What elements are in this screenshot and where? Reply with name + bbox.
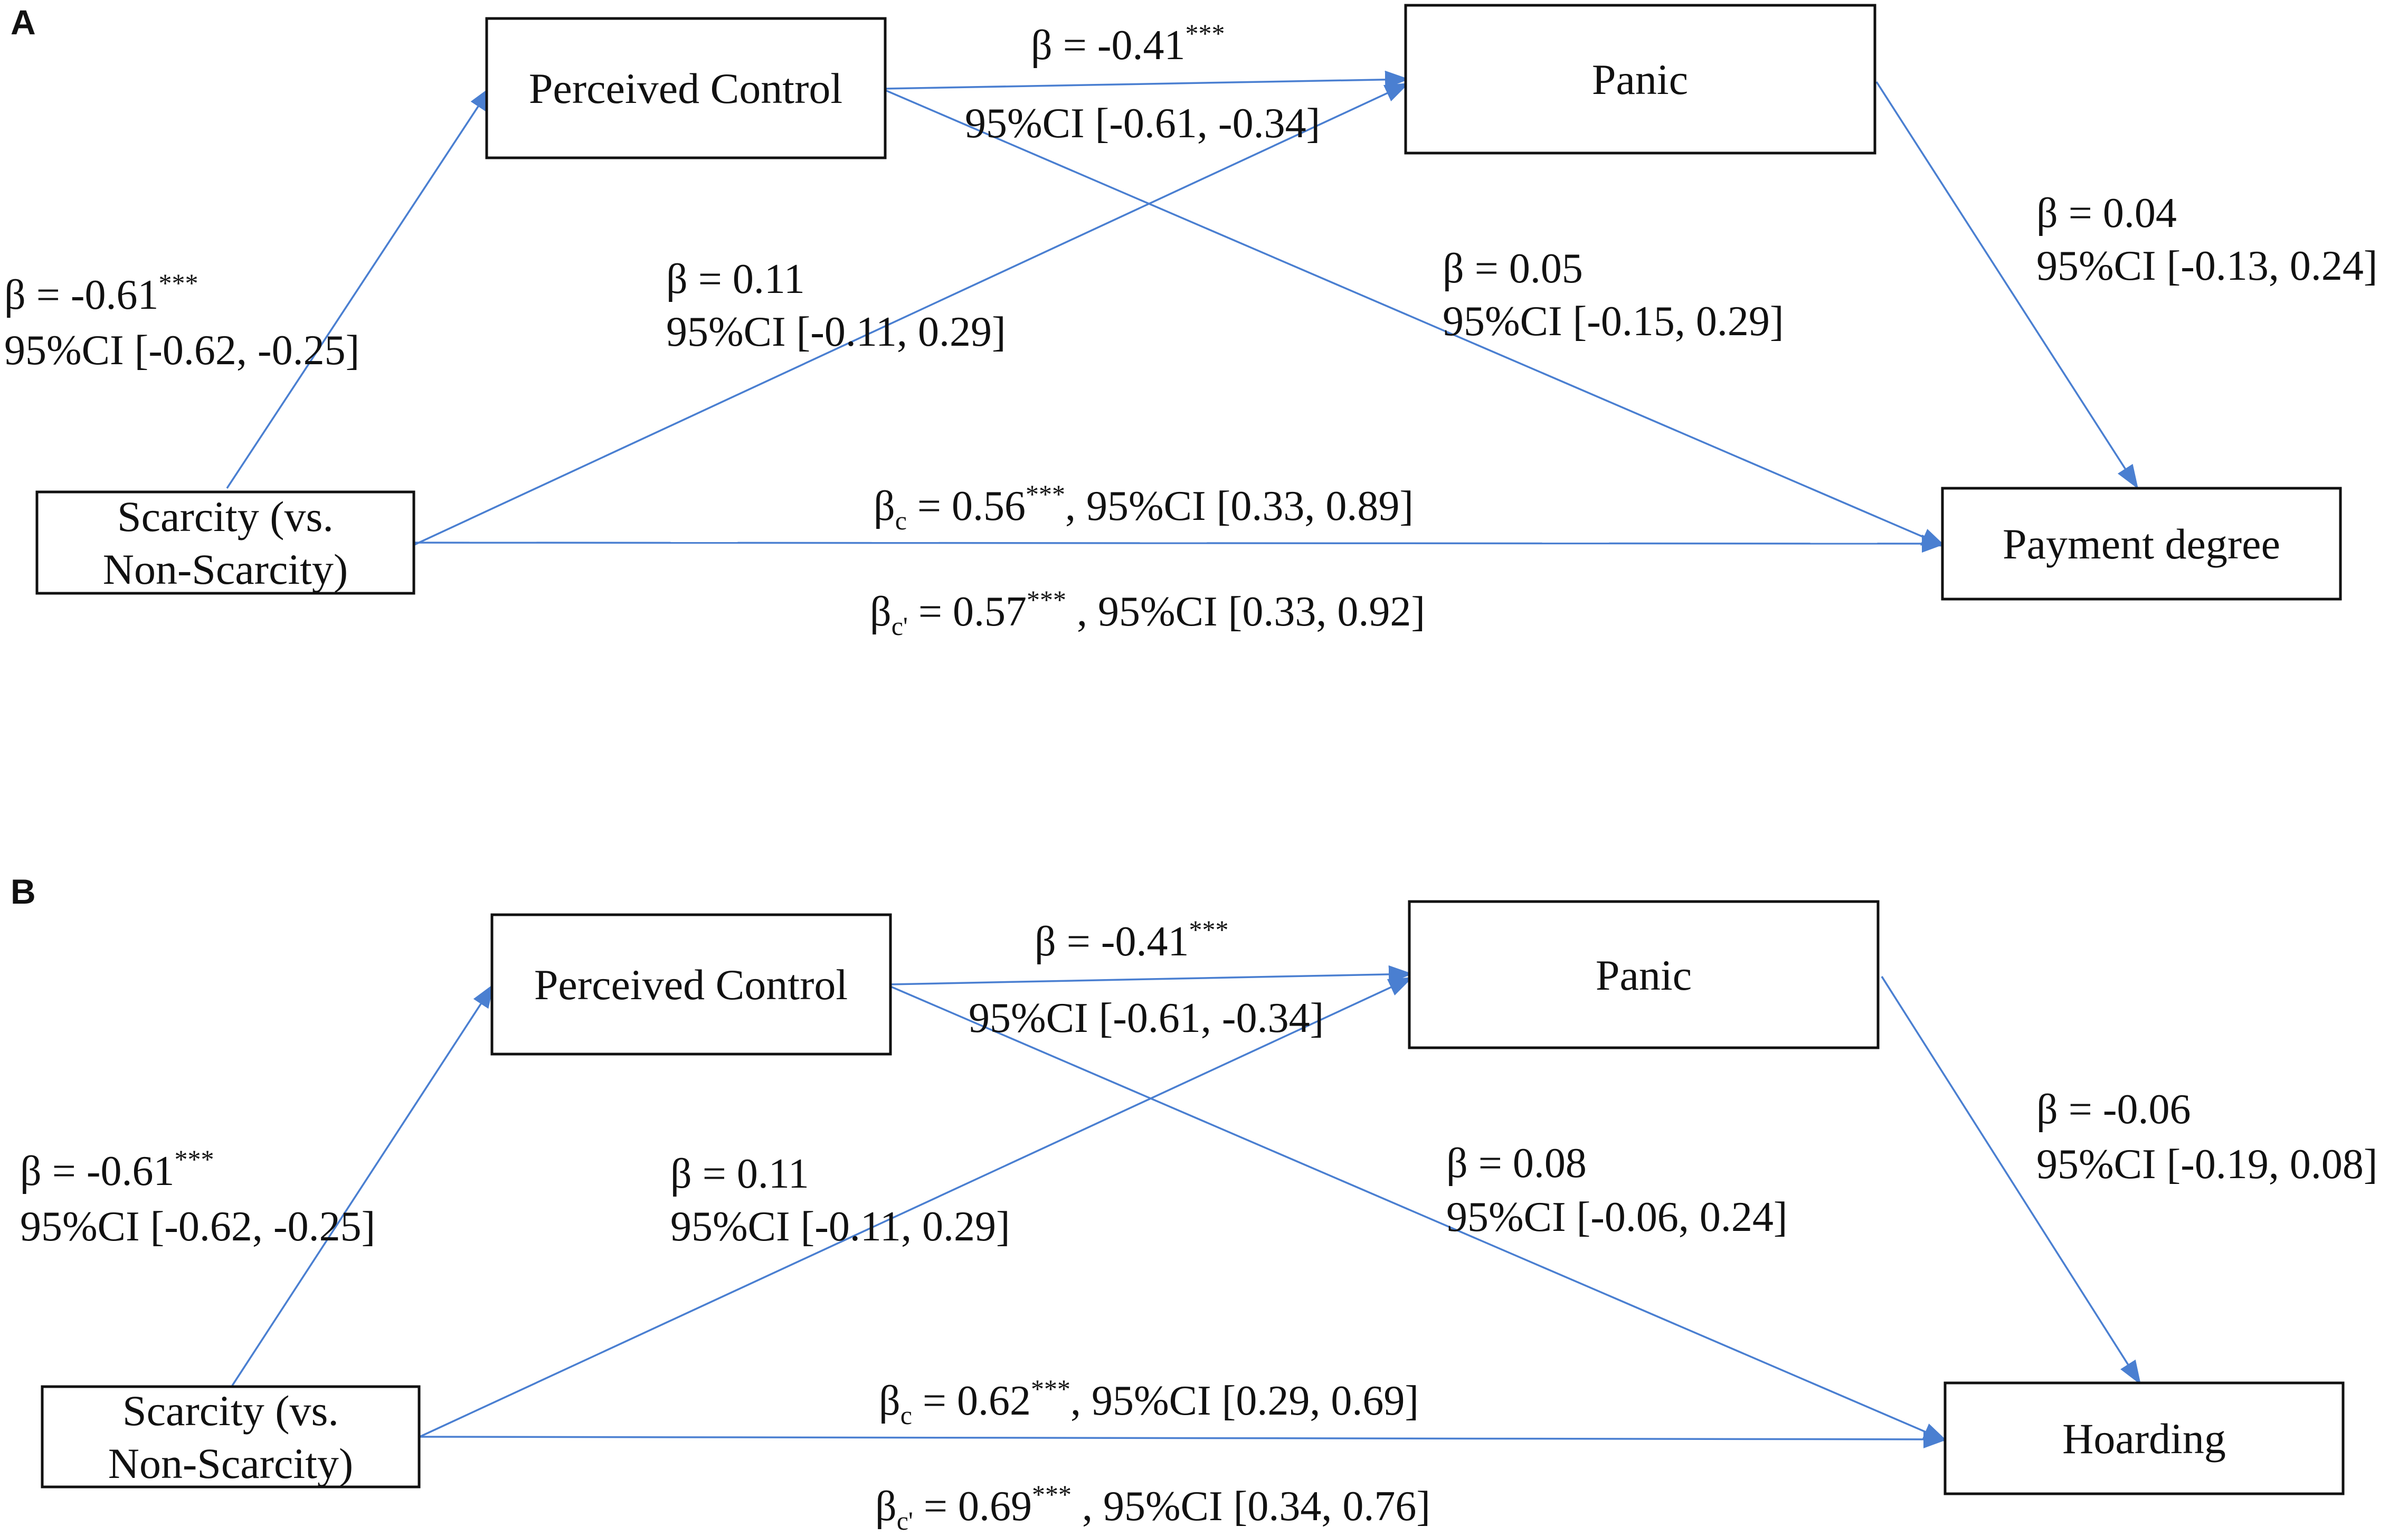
panel-a-node-outcome-label: Payment degree [2003, 520, 2280, 568]
panel-b-node-scarcity-line1: Scarcity (vs. [122, 1387, 339, 1435]
panel-b-letter: B [11, 872, 36, 911]
panel-b-edge-control-to-outcome [889, 985, 1948, 1442]
panel-a-node-scarcity-line2: Non-Scarcity) [103, 545, 348, 593]
panel-b-node-outcome-label: Hoarding [2062, 1415, 2226, 1463]
panel-b-node-scarcity: Scarcity (vs. Non-Scarcity) [41, 1385, 421, 1488]
panel-a-label-a-path-beta: β = -0.61*** [4, 268, 198, 318]
panel-b-edge-scarcity-to-panic [419, 976, 1413, 1438]
panel-b-label-scarcity-panic-ci: 95%CI [-0.11, 0.29] [670, 1203, 1010, 1250]
panel-a-edge-control-to-panic [884, 70, 1409, 90]
panel-b-node-outcome: Hoarding [1944, 1381, 2345, 1495]
panel-a-label-scarcity-panic-ci: 95%CI [-0.11, 0.29] [666, 309, 1006, 355]
panel-b-label-control-panic-beta: β = -0.41*** [1035, 915, 1228, 965]
panel-a: A Perceived Control Panic Scarcity (vs. … [4, 3, 2378, 641]
panel-a-label-direct-effect: βc' = 0.57*** , 95%CI [0.33, 0.92] [870, 585, 1425, 641]
panel-b-label-control-outcome-beta: β = 0.08 [1446, 1140, 1587, 1187]
panel-b-label-control-panic-ci: 95%CI [-0.61, -0.34] [969, 995, 1324, 1041]
panel-a-node-perceived-control: Perceived Control [485, 17, 887, 159]
panel-b-node-perceived-control-label: Perceived Control [534, 961, 848, 1009]
panel-b-node-panic: Panic [1408, 900, 1880, 1049]
panel-a-letter: A [11, 3, 36, 42]
panel-b-label-a-path-beta: β = -0.61*** [20, 1144, 214, 1194]
panel-a-label-scarcity-panic-beta: β = 0.11 [666, 256, 805, 302]
panel-b-node-scarcity-line2: Non-Scarcity) [108, 1439, 354, 1487]
panel-a-label-a-path-ci: 95%CI [-0.62, -0.25] [4, 327, 359, 374]
panel-b-label-panic-outcome-ci: 95%CI [-0.19, 0.08] [2036, 1141, 2378, 1188]
panel-a-node-scarcity: Scarcity (vs. Non-Scarcity) [35, 490, 415, 595]
panel-b-node-perceived-control: Perceived Control [490, 913, 892, 1056]
panel-b-edge-total-effect [419, 1430, 1948, 1448]
panel-b-label-panic-outcome-beta: β = -0.06 [2036, 1086, 2191, 1133]
panel-a-edge-total-effect [414, 534, 1946, 553]
panel-a-label-total-effect: βc = 0.56***, 95%CI [0.33, 0.89] [874, 479, 1414, 535]
panel-a-node-outcome: Payment degree [1941, 487, 2342, 601]
panel-a-node-panic: Panic [1404, 4, 1876, 155]
panel-a-label-control-outcome-ci: 95%CI [-0.15, 0.29] [1443, 298, 1784, 345]
panel-b-edge-scarcity-to-control [231, 983, 495, 1386]
panel-a-edge-scarcity-to-control [226, 86, 492, 489]
panel-b-label-a-path-ci: 95%CI [-0.62, -0.25] [20, 1203, 375, 1250]
panel-b-node-panic-label: Panic [1596, 951, 1692, 999]
panel-a-node-scarcity-line1: Scarcity (vs. [117, 492, 334, 541]
panel-a-edge-control-to-outcome [884, 89, 1946, 547]
panel-b: B Perceived Control Panic Scarcity (vs. … [11, 872, 2378, 1535]
panel-a-label-panic-outcome-ci: 95%CI [-0.13, 0.24] [2036, 243, 2378, 289]
panel-a-label-control-outcome-beta: β = 0.05 [1443, 245, 1583, 292]
panel-a-label-control-panic-ci: 95%CI [-0.61, -0.34] [965, 100, 1320, 147]
panel-b-label-total-effect: βc = 0.62***, 95%CI [0.29, 0.69] [879, 1374, 1419, 1430]
panel-a-node-panic-label: Panic [1592, 55, 1688, 103]
panel-b-label-control-outcome-ci: 95%CI [-0.06, 0.24] [1446, 1194, 1788, 1240]
panel-a-edge-panic-to-outcome [1875, 81, 2139, 489]
panel-b-edge-panic-to-outcome [1881, 976, 2141, 1385]
panel-a-label-control-panic-beta: β = -0.41*** [1031, 18, 1225, 69]
panel-b-label-scarcity-panic-beta: β = 0.11 [670, 1151, 809, 1197]
panel-a-node-perceived-control-label: Perceived Control [529, 64, 842, 112]
panel-a-label-panic-outcome-beta: β = 0.04 [2036, 190, 2177, 236]
panel-a-edge-scarcity-to-panic [414, 82, 1409, 546]
panel-b-label-direct-effect: βc' = 0.69*** , 95%CI [0.34, 0.76] [875, 1480, 1430, 1535]
panel-b-edge-control-to-panic [889, 965, 1413, 985]
